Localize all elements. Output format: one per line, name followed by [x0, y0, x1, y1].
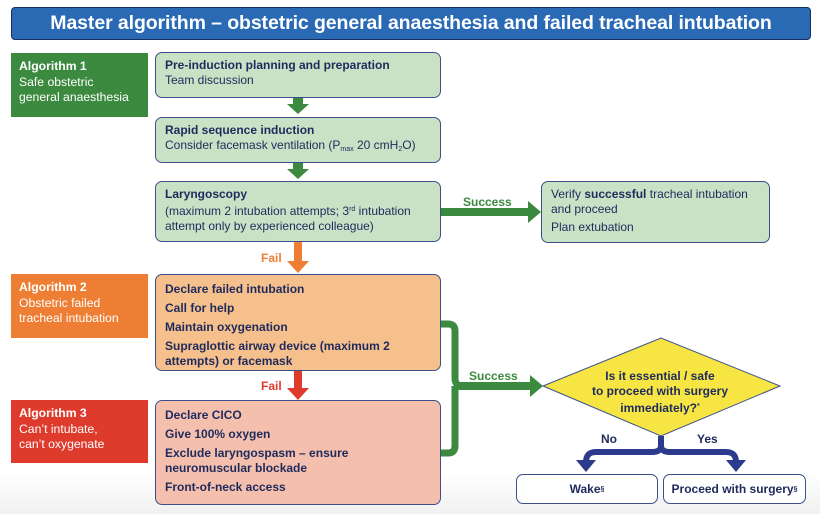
algorithm-1-line1: Safe obstetric — [19, 75, 94, 89]
no-label: No — [601, 432, 617, 446]
arrow-down-rsi-to-laryngoscopy — [287, 163, 309, 179]
decision-question: Is it essential / safe to proceed with s… — [560, 369, 760, 416]
algorithm-1-label: Algorithm 1 Safe obstetric general anaes… — [11, 53, 148, 117]
algorithm-2-label: Algorithm 2 Obstetric failed tracheal in… — [11, 274, 148, 338]
cico-item: Declare CICO — [165, 408, 242, 422]
verify-text-b: tracheal intubation and proceed — [551, 187, 748, 216]
arrow-fail-to-algorithm-2 — [287, 242, 309, 273]
proceed-sup: § — [793, 485, 798, 493]
fail-label-rescue: Fail — [261, 379, 282, 393]
failed-intubation-item: Maintain oxygenation — [165, 320, 288, 334]
arrow-success-to-decision — [455, 375, 543, 397]
wake-sup: § — [600, 485, 605, 493]
success-label-laryngoscopy: Success — [463, 195, 512, 209]
decision-line3: immediately? — [620, 401, 697, 415]
verify-line2: Plan extubation — [551, 220, 634, 234]
laryngoscopy-sup: rd — [349, 206, 356, 213]
decision-line2: to proceed with surgery — [591, 384, 729, 398]
laryngoscopy-text: (maximum 2 intubation attempts; 3rd intu… — [165, 202, 431, 234]
algorithm-2-line1: Obstetric failed — [19, 296, 101, 310]
laryngoscopy-text-b: intubation attempt only by experienced c… — [165, 204, 411, 233]
step-laryngoscopy: Laryngoscopy (maximum 2 intubation attem… — [155, 181, 441, 242]
arrow-down-preinduction-to-rsi — [287, 98, 309, 114]
step-rapid-sequence-induction: Rapid sequence induction Consider facema… — [155, 117, 441, 163]
algorithm-3-line1: Can’t intubate, — [19, 422, 98, 436]
rsi-text-c: O) — [402, 138, 416, 152]
algorithm-1-heading: Algorithm 1 — [19, 59, 87, 73]
algorithm-1-line2: general anaesthesia — [19, 90, 129, 104]
failed-intubation-item: Declare failed intubation — [165, 282, 305, 296]
rsi-sub-2: 2 — [398, 146, 403, 153]
algorithm-3-heading: Algorithm 3 — [19, 406, 87, 420]
pre-induction-text: Team discussion — [165, 73, 254, 87]
algorithm-3-line2: can’t oxygenate — [19, 437, 105, 451]
verify-bold: successful — [584, 187, 647, 201]
failed-intubation-item: Supraglottic airway device (maximum 2 at… — [165, 339, 390, 368]
laryngoscopy-heading: Laryngoscopy — [165, 187, 248, 201]
outcome-wake: Wake§ — [516, 474, 658, 504]
verify-text-a: Verify — [551, 187, 585, 201]
algorithm-2-heading: Algorithm 2 — [19, 280, 87, 294]
arrow-success-to-verify — [441, 201, 541, 223]
verify-text: Verify successful tracheal intubation an… — [551, 187, 760, 217]
cico-item: Give 100% oxygen — [165, 427, 271, 441]
rsi-heading: Rapid sequence induction — [165, 123, 315, 137]
rsi-sub-max: max — [340, 146, 354, 153]
success-label-rescue: Success — [469, 369, 518, 383]
rsi-text: Consider facemask ventilation (Pmax 20 c… — [165, 138, 431, 157]
rsi-text-b: 20 cmH — [353, 138, 399, 152]
decision-line3-wrap: immediately?* — [560, 399, 760, 416]
arrow-no-to-wake — [576, 460, 596, 472]
step-cico: Declare CICO Give 100% oxygen Exclude la… — [155, 400, 441, 505]
wake-label: Wake — [569, 482, 601, 496]
rsi-text-a: Consider facemask ventilation (P — [165, 138, 341, 152]
fail-label-laryngoscopy: Fail — [261, 251, 282, 265]
cico-item: Front-of-neck access — [165, 480, 286, 494]
step-failed-intubation: Declare failed intubation Call for help … — [155, 274, 441, 371]
yes-label: Yes — [697, 432, 718, 446]
step-verify-intubation: Verify successful tracheal intubation an… — [541, 181, 770, 243]
step-pre-induction: Pre-induction planning and preparation T… — [155, 52, 441, 98]
laryngoscopy-text-a: (maximum 2 intubation attempts; 3 — [165, 204, 350, 218]
proceed-label: Proceed with surgery — [671, 482, 794, 496]
algorithm-3-label: Algorithm 3 Can’t intubate, can’t oxygen… — [11, 400, 148, 463]
outcome-proceed-with-surgery: Proceed with surgery§ — [663, 474, 806, 504]
branch-yes-connector — [658, 436, 739, 463]
decision-diamond — [541, 337, 782, 437]
failed-intubation-item: Call for help — [165, 301, 235, 315]
arrow-fail-to-algorithm-3 — [287, 371, 309, 400]
page-title: Master algorithm – obstetric general ana… — [11, 7, 811, 40]
algorithm-2-line2: tracheal intubation — [19, 311, 119, 325]
branch-no-connector — [583, 436, 664, 463]
pre-induction-heading: Pre-induction planning and preparation — [165, 58, 390, 72]
decision-line1: Is it essential / safe — [605, 369, 715, 383]
decision-sup: * — [696, 403, 700, 410]
arrow-yes-to-proceed — [726, 460, 746, 472]
cico-item: Exclude laryngospasm – ensure neuromuscu… — [165, 446, 349, 475]
